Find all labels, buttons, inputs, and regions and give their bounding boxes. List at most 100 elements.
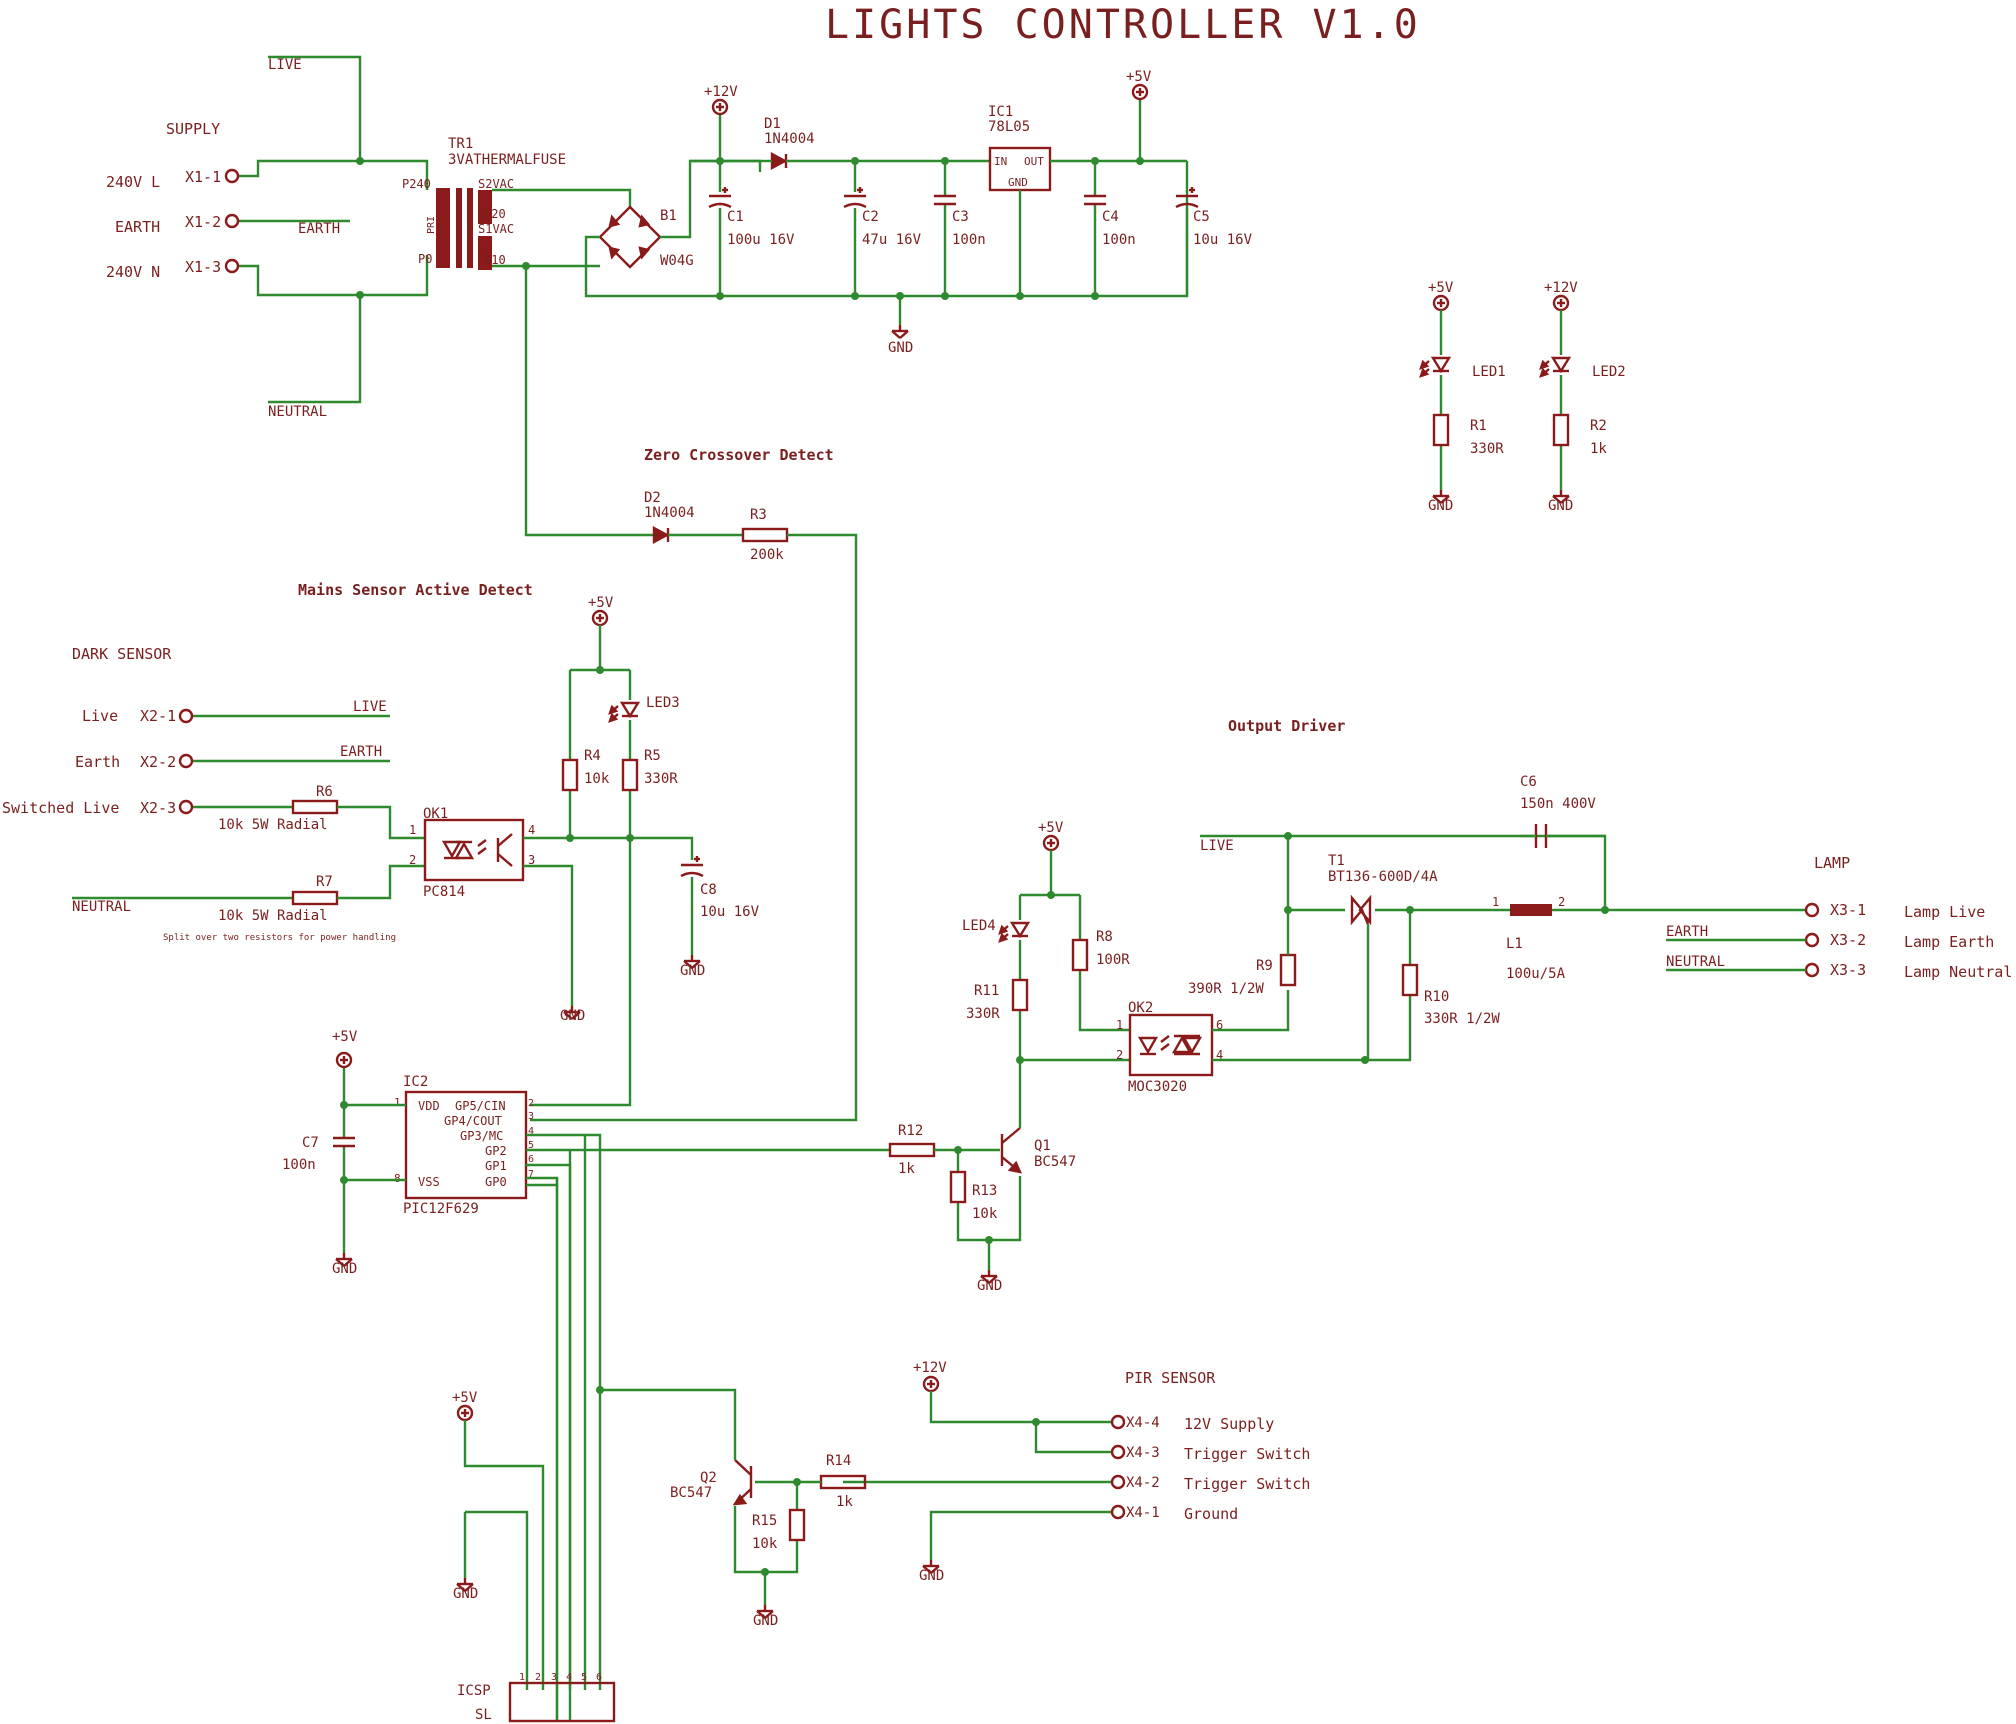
supply-neutral-wire-label: NEUTRAL [268,404,327,420]
tr1-pri: PRI [426,216,437,234]
c3-value: 100n [952,232,986,248]
r7-value: 10k 5W Radial [218,908,328,924]
tr1-s10: S10 [484,253,506,267]
icsp-pin5: 5 [581,1672,587,1683]
supply-l-label: 240V L [106,173,160,191]
dark-earth-label: Earth [75,753,120,771]
x1-1-label: X1-1 [185,168,221,186]
x3-1-label: X3-1 [1830,901,1866,919]
ic2-pin5: 5 [528,1140,534,1151]
gnd-label-q1: GND [977,1278,1002,1294]
x1-2-terminal [224,213,240,229]
r3-name: R3 [750,507,767,523]
p5-label-led1: +5V [1428,280,1454,296]
ic2-pin2: 2 [528,1098,534,1109]
p5-label-ic2: +5V [332,1029,358,1045]
x2-2-label: X2-2 [140,753,176,771]
x4-2-label: X4-2 [1126,1475,1160,1491]
output-driver-block: Output Driver R12 1k R13 10k GND Q1 BC54… [888,717,2012,1294]
icsp-pin1: 1 [519,1672,525,1683]
c2-name: C2 [862,209,879,225]
r11-value: 330R [966,1006,1000,1022]
ic2-pin6: 6 [528,1154,534,1165]
lamp-neutral-label: Lamp Neutral [1904,963,2012,981]
d1-value: 1N4004 [764,131,815,147]
l1-pin2: 2 [1558,895,1565,909]
r3-value: 200k [750,547,784,563]
supply-earth-wire-label: EARTH [298,221,340,237]
ic2-gp0: GP0 [485,1175,507,1189]
lamp-earth-label: Lamp Earth [1904,933,1994,951]
x1-3-terminal [224,258,240,274]
gnd-label-led1: GND [1428,498,1453,514]
transformer-tr1: TR1 3VATHERMALFUSE P240 P0 PRI S2VAC S20… [402,136,632,270]
ok2-pin6: 6 [1216,1018,1223,1032]
pir-title: PIR SENSOR [1125,1369,1216,1387]
ok1-pin3: 3 [528,853,535,867]
l1-pin1: 1 [1492,895,1499,909]
c7-name: C7 [302,1135,319,1151]
x3-2-label: X3-2 [1830,931,1866,949]
tr1-name: TR1 [448,136,473,152]
indicator-leds: +5V LED1 R1 330R GND +12V LED2 R2 1k GND [1419,280,1626,514]
ic2-pin4: 4 [528,1126,534,1137]
ic2-pin8: 8 [394,1172,401,1185]
supply-live-wire-label: LIVE [268,57,302,73]
pir-trigger-label-1: Trigger Switch [1184,1445,1310,1463]
ok2-pin2: 2 [1116,1048,1123,1062]
r14-name: R14 [826,1453,851,1469]
d2-value: 1N4004 [644,505,695,521]
led4-name: LED4 [962,918,996,934]
r12-name: R12 [898,1123,923,1139]
c7-value: 100n [282,1157,316,1173]
r12-value: 1k [898,1161,915,1177]
ic2-pin3: 3 [528,1111,534,1122]
ok2-pin1: 1 [1116,1018,1123,1032]
dark-live-label: Live [82,707,118,725]
ic2-gp5: GP5/CIN [455,1099,506,1113]
pir-sensor-block: PIR SENSOR +12V GND X4-4 X4-3 X4-2 X4-1 … [670,1360,1310,1629]
ic2-gp2: GP2 [485,1144,507,1158]
c1-name: C1 [727,209,744,225]
gnd-label-ok1: GND [560,1008,585,1024]
ic2-vss: VSS [418,1175,440,1189]
icsp-value: SL [475,1707,492,1723]
lamp-live-label: Lamp Live [1904,903,1985,921]
tr1-p240: P240 [402,177,431,191]
bridge-b1: B1 W04G [584,159,1189,298]
r8-value: 100R [1096,952,1130,968]
ok1-body [423,818,525,882]
supply-e-label: EARTH [115,218,160,236]
pir-trigger-label-2: Trigger Switch [1184,1475,1310,1493]
r15-name: R15 [752,1513,777,1529]
t1-name: T1 [1328,853,1345,869]
r11-name: R11 [974,983,999,999]
dark-sensor-title: DARK SENSOR [72,645,172,663]
ok1-pin1: 1 [409,823,416,837]
c8-value: 10u 16V [700,904,760,920]
b1-name: B1 [660,208,677,224]
x1-2-label: X1-2 [185,213,221,231]
p5-label-icsp: +5V [452,1390,478,1406]
tr1-s1vac: S1VAC [478,222,514,236]
ic1-name: IC1 [988,104,1013,120]
pir-ground-label: Ground [1184,1505,1238,1523]
p5-label-ok1: +5V [588,595,614,611]
x2-3-label: X2-3 [140,799,176,817]
ic2-pin1: 1 [394,1096,401,1109]
ok2-body [1128,1013,1214,1077]
x4-3-label: X4-3 [1126,1445,1160,1461]
tr1-s20: S20 [484,207,506,221]
r8-name: R8 [1096,929,1113,945]
x4-4-label: X4-4 [1126,1415,1160,1431]
zero-crossover-title: Zero Crossover Detect [644,446,834,464]
led2-name: LED2 [1592,364,1626,380]
dark-switched-live-label: Switched Live [2,799,119,817]
led3-name: LED3 [646,695,680,711]
r4-name: R4 [584,748,601,764]
p12-label-led2: +12V [1544,280,1578,296]
r5-name: R5 [644,748,661,764]
c8-name: C8 [700,882,717,898]
gnd-label-psu: GND [888,340,913,356]
r15-value: 10k [752,1536,778,1552]
